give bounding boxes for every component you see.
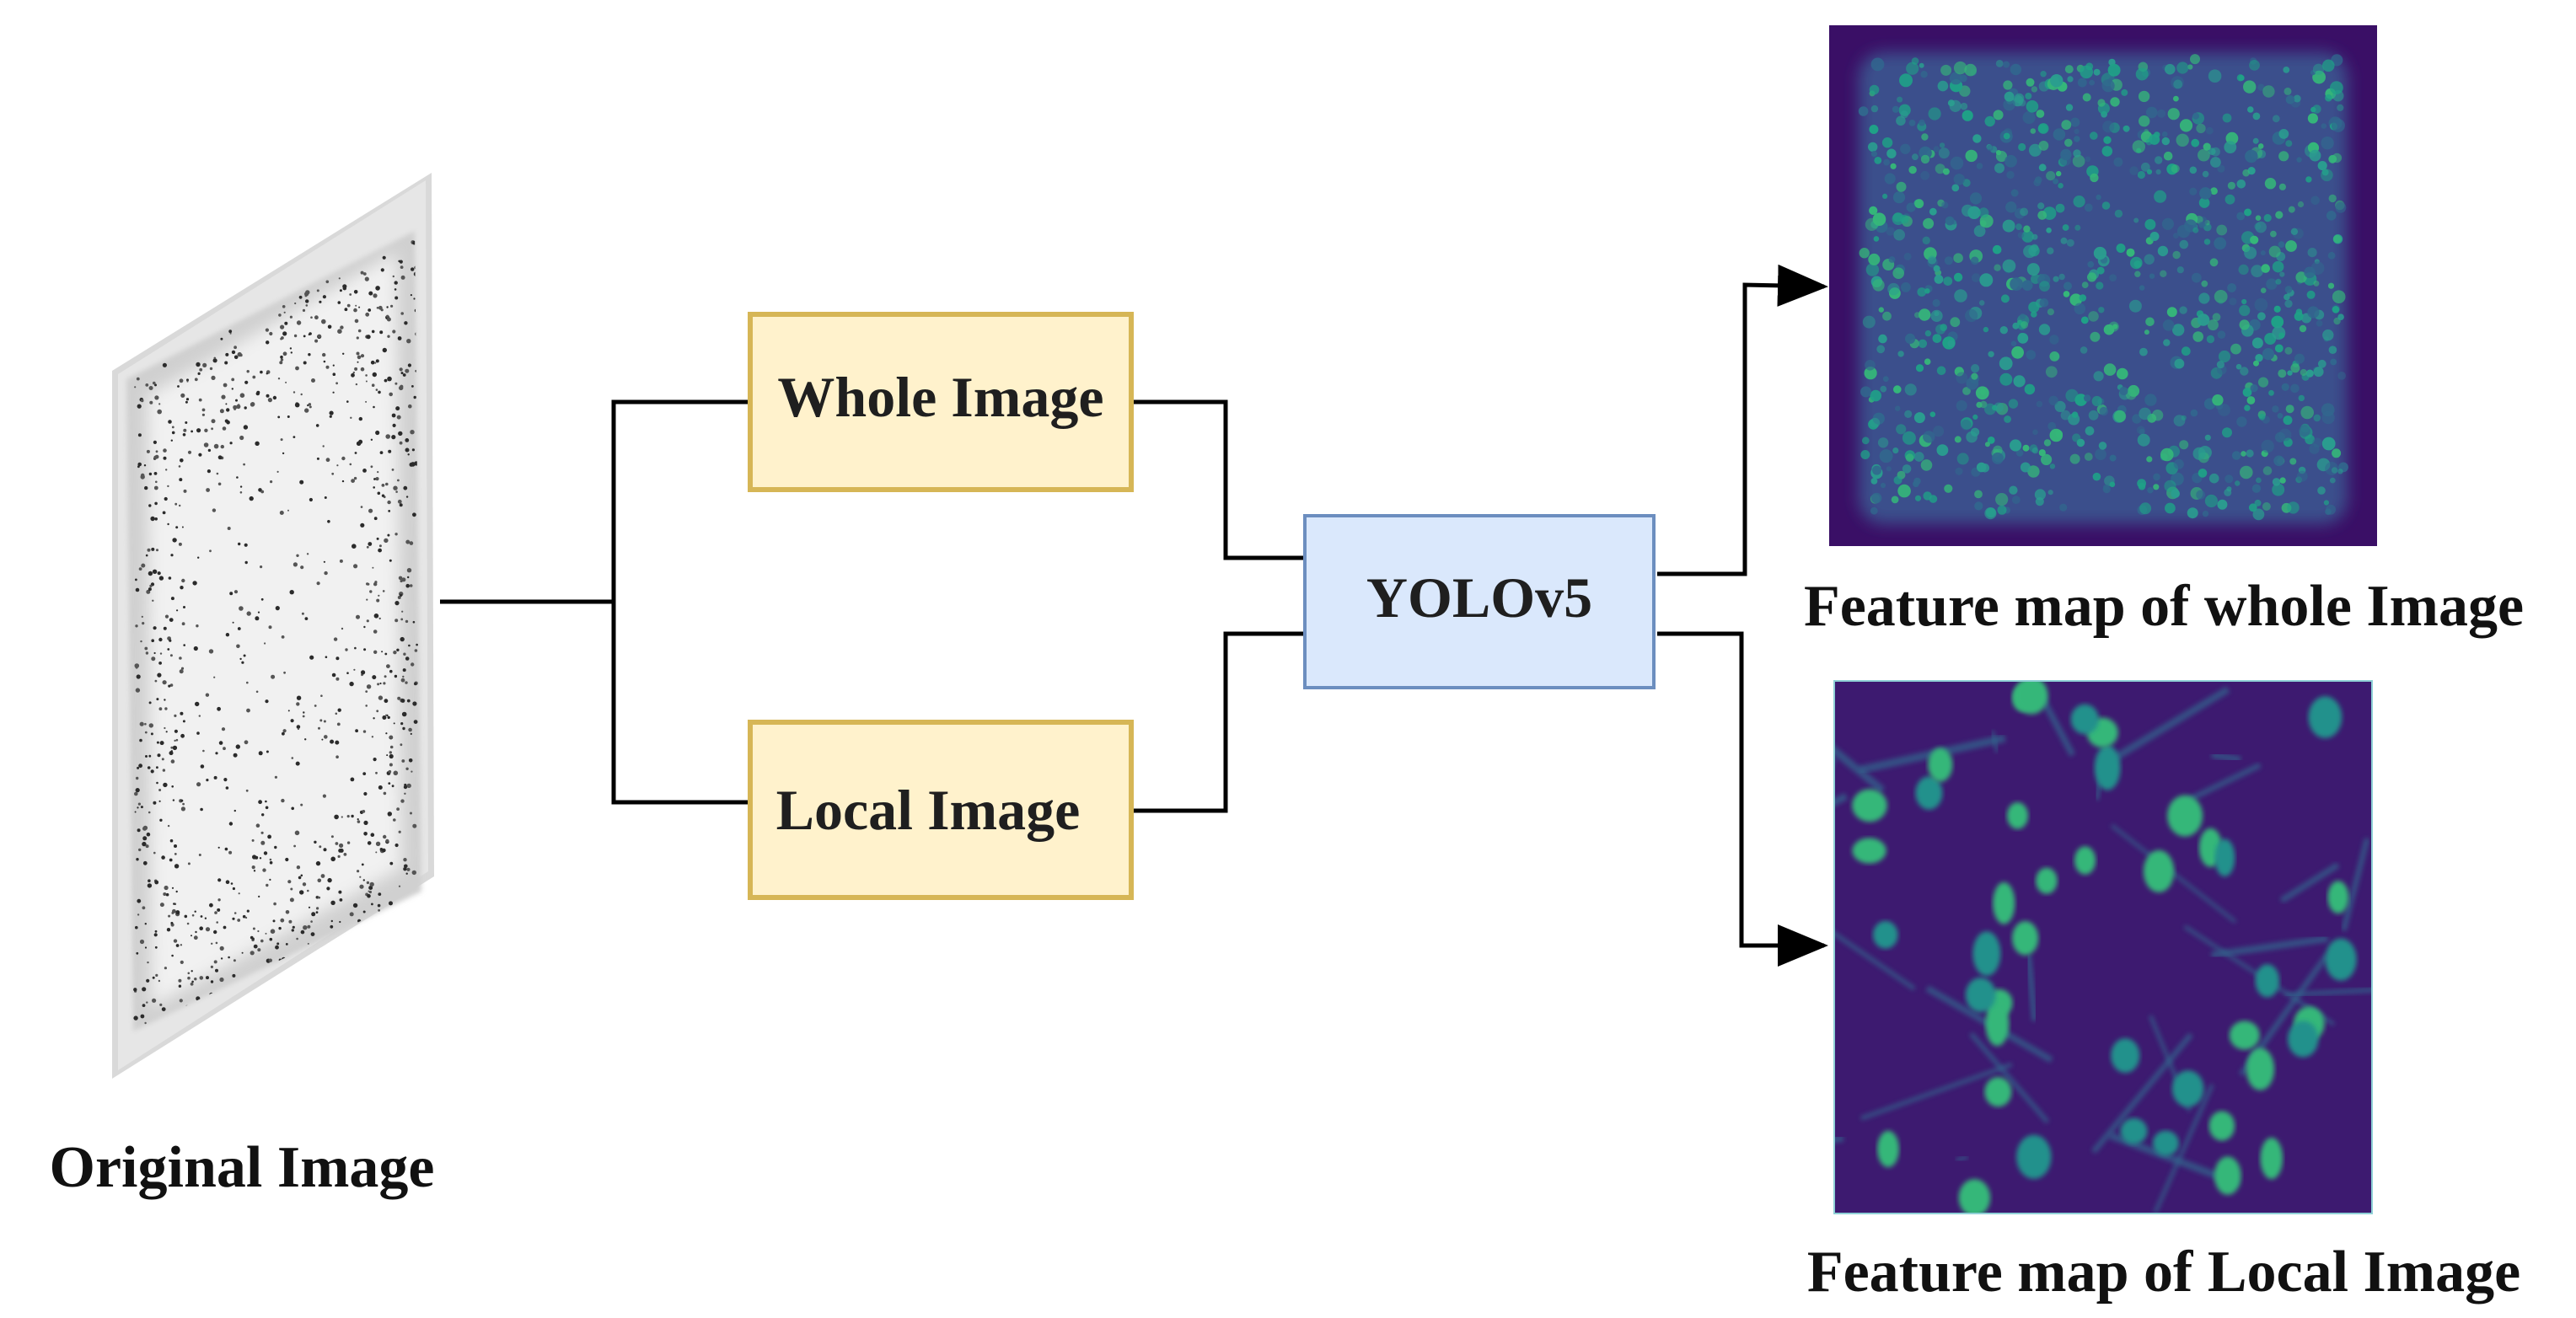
edge-yolo-to-feature-local	[1657, 631, 1828, 967]
feature-map-whole	[1829, 25, 2377, 546]
feature-map-local	[1833, 680, 2373, 1214]
yolo-label: YOLOv5	[1366, 565, 1592, 630]
caption-original-image: Original Image	[50, 1135, 435, 1200]
edge-local-to-yolo	[1131, 631, 1305, 813]
edge-split-to-whole	[611, 399, 750, 602]
yolo-box	[1303, 514, 1656, 689]
caption-feature-map-whole: Feature map of whole Image	[1804, 574, 2524, 639]
connectors	[440, 264, 1828, 967]
edge-whole-to-yolo	[1131, 399, 1305, 560]
local-image-node: Local Image	[748, 720, 1134, 900]
yolo-node: YOLOv5	[1303, 514, 1656, 689]
local-image-label: Local Image	[776, 778, 1081, 842]
original-image	[112, 173, 434, 1079]
edge-yolo-to-feature-whole	[1657, 264, 1828, 576]
whole-image-box	[748, 312, 1134, 492]
whole-image-node: Whole Image	[748, 312, 1134, 492]
whole-image-label: Whole Image	[777, 365, 1103, 429]
local-image-box	[748, 720, 1134, 900]
caption-feature-map-local: Feature map of Local Image	[1807, 1240, 2520, 1305]
edge-split-to-local	[611, 602, 750, 805]
